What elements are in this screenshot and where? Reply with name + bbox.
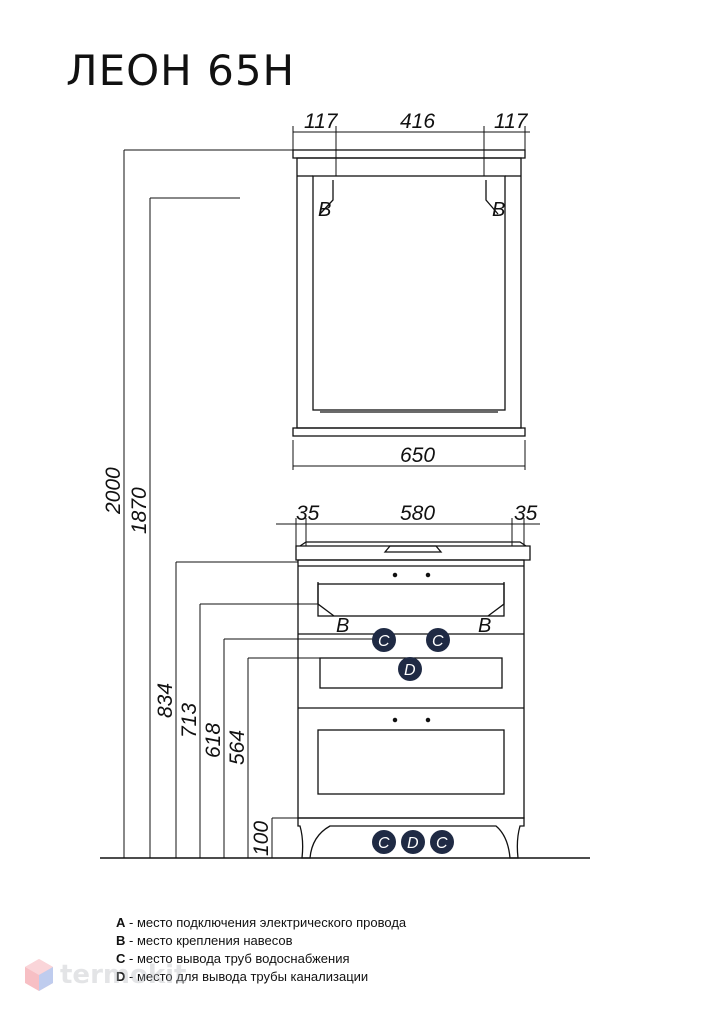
watermark-text: termokit	[60, 960, 187, 990]
marker-b-mirror-right: B	[492, 199, 505, 221]
height-1870: 1870	[128, 487, 151, 534]
mirror-dim-width: 650	[400, 444, 435, 467]
cabinet-dimensions	[276, 518, 540, 546]
marker-b-mirror-left: B	[318, 199, 331, 221]
marker-c-upper-right: C	[426, 628, 450, 652]
marker-b-cabinet-left: B	[336, 615, 349, 637]
height-dimensions	[123, 149, 400, 858]
height-100: 100	[250, 821, 273, 856]
marker-d-floor: D	[401, 830, 425, 854]
svg-text:C: C	[378, 835, 390, 852]
product-title: ЛЕОН 65Н	[66, 46, 296, 95]
cabinet-outline	[100, 541, 590, 859]
legend: A - место подключения электрического про…	[116, 914, 406, 986]
height-713: 713	[178, 703, 201, 738]
height-618: 618	[202, 723, 225, 758]
height-2000: 2000	[102, 467, 125, 515]
marker-c-floor-left: C	[372, 830, 396, 854]
legend-row-b: B - место крепления навесов	[116, 933, 293, 948]
height-564: 564	[226, 730, 249, 765]
mirror-dimensions	[292, 126, 530, 470]
marker-d-upper: D	[398, 657, 422, 681]
height-834: 834	[154, 683, 177, 718]
cabinet-dim-center: 580	[400, 502, 435, 525]
mirror-outline	[292, 149, 526, 437]
marker-b-cabinet-right: B	[478, 615, 491, 637]
legend-row-c: C - место вывода труб водоснабжения	[116, 951, 350, 966]
svg-text:C: C	[432, 633, 444, 650]
watermark: termokit	[24, 958, 186, 992]
cabinet-dim-right: 35	[514, 502, 538, 525]
cabinet-dim-left: 35	[296, 502, 320, 525]
legend-row-a: A - место подключения электрического про…	[116, 915, 407, 930]
mirror-dim-left: 117	[304, 110, 339, 133]
svg-text:D: D	[407, 835, 419, 852]
svg-text:C: C	[378, 633, 390, 650]
svg-text:C: C	[436, 835, 448, 852]
mirror-dim-center: 416	[400, 110, 435, 133]
marker-c-floor-right: C	[430, 830, 454, 854]
hexagon-logo-icon	[25, 959, 53, 991]
svg-text:D: D	[404, 662, 416, 679]
mirror-dim-right: 117	[494, 110, 529, 133]
legend-row-d: D - место для вывода трубы канализации	[116, 969, 369, 984]
marker-c-upper-left: C	[372, 628, 396, 652]
